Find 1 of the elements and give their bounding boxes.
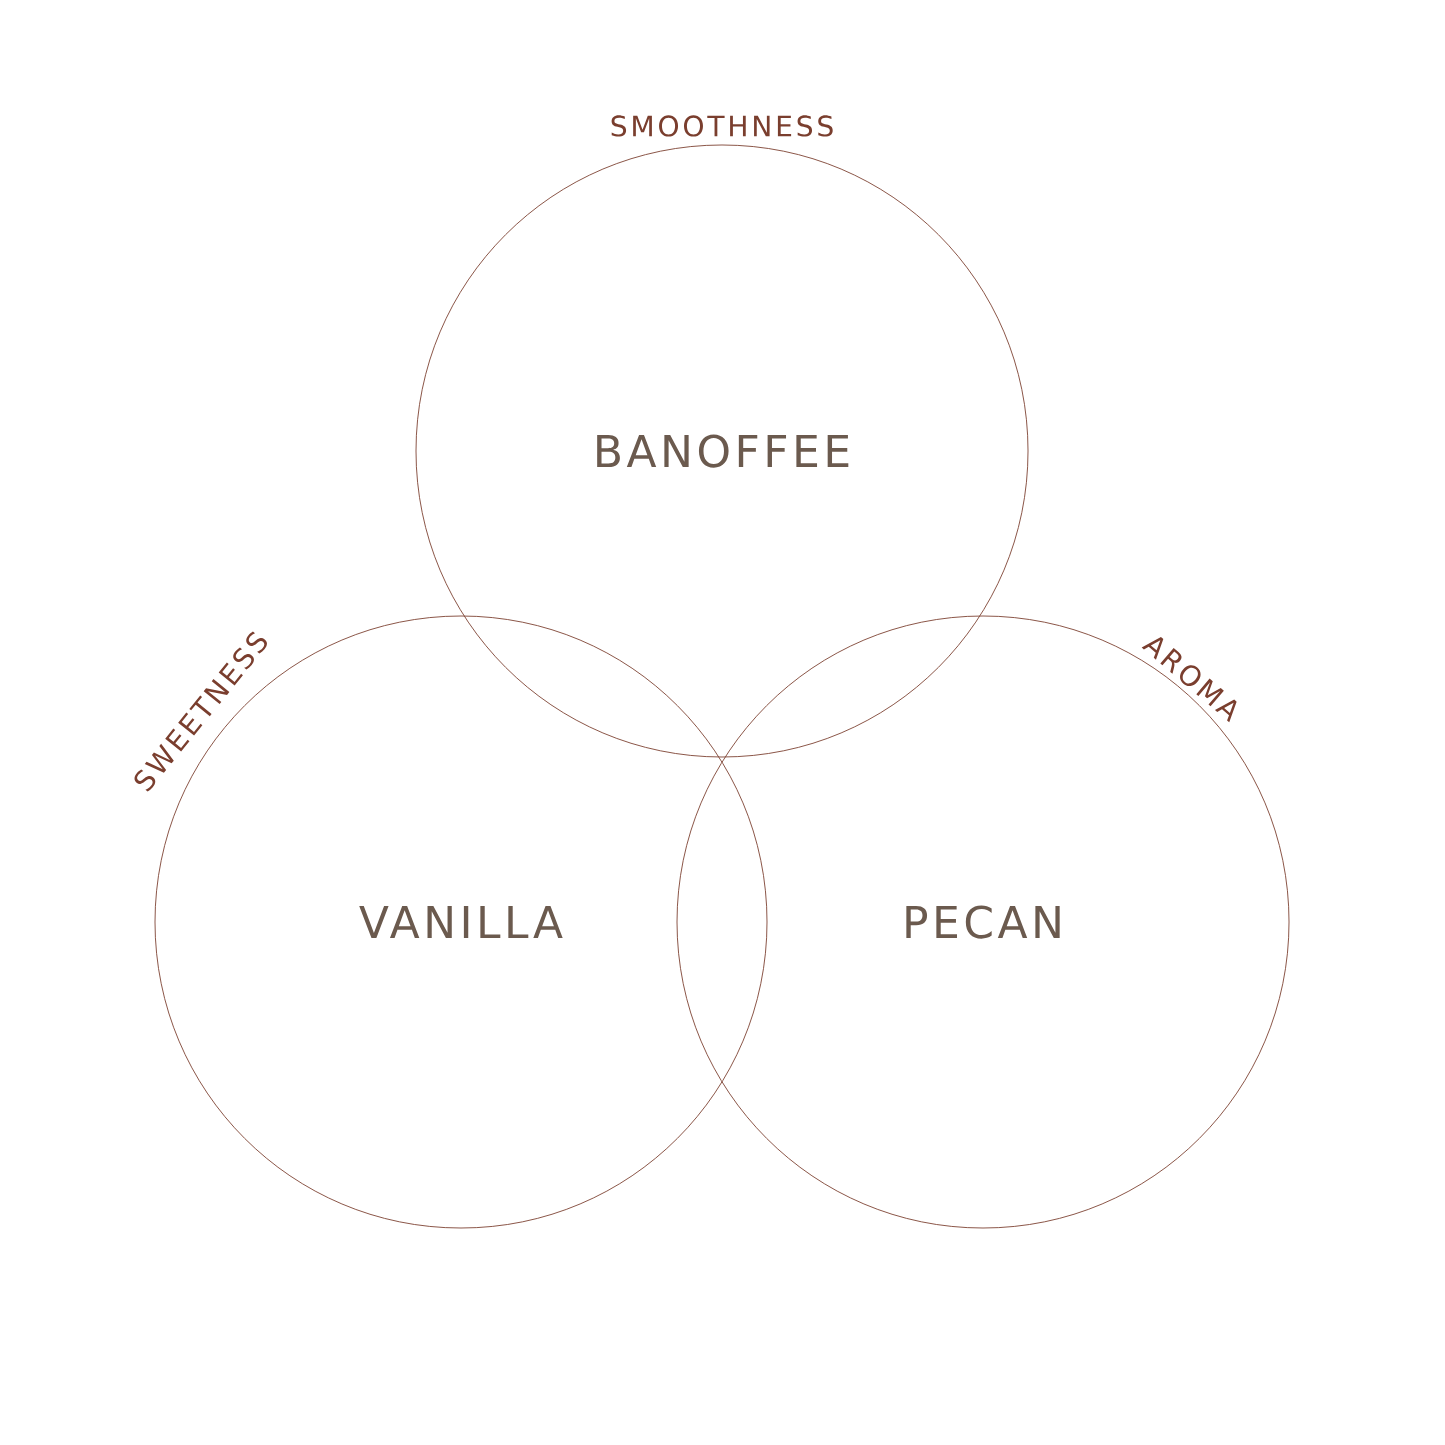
category-label: SMOOTHNESS [611,115,833,137]
